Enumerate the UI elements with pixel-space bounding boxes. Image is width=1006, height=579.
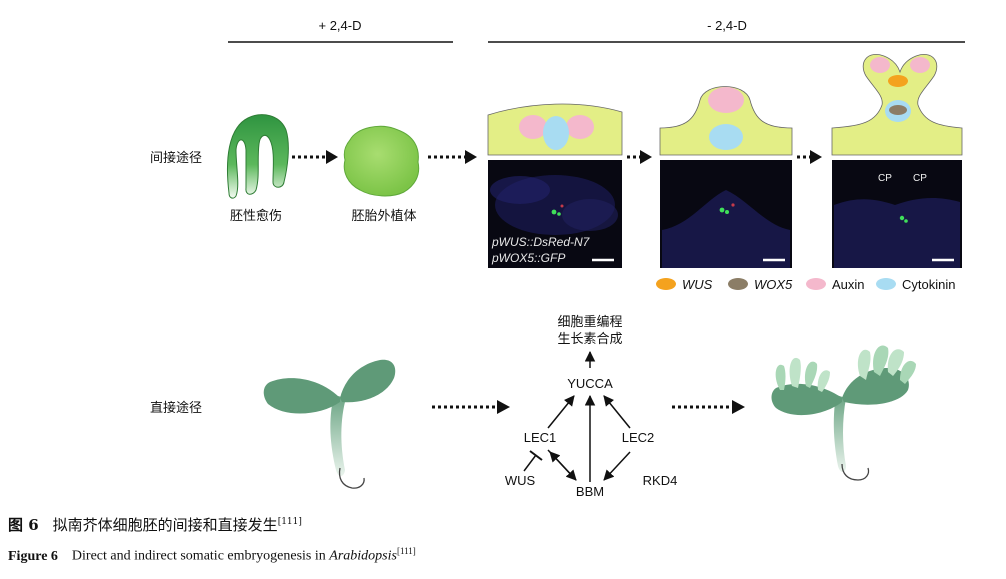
with-2-4-d-label: + 2,4-D — [319, 18, 362, 33]
stage2-cytokinin — [709, 124, 743, 150]
seedling-left — [263, 359, 396, 489]
node-lec1: LEC1 — [524, 430, 557, 445]
legend-wox5-swatch — [728, 278, 748, 290]
stage2-micrograph-tissue — [662, 190, 790, 268]
caption-cn-label: 图 6 — [8, 516, 39, 534]
caption-en-ref: [111] — [396, 546, 416, 556]
stage2-meristem-schematic — [659, 86, 793, 156]
edge-wus-inhibits-lec1-bar — [529, 450, 543, 461]
stage3-auxin-left — [870, 57, 890, 73]
seedling-with-somatic-embryos — [771, 345, 916, 481]
stage3-wus-domain — [888, 75, 908, 87]
node-lec2: LEC2 — [622, 430, 655, 445]
caption-cn-text: 拟南芥体细胞胚的间接和直接发生 — [52, 516, 278, 534]
arrow-network-to-embryos-head — [732, 400, 745, 414]
caption-en-label: Figure 6 — [8, 548, 58, 564]
legend-cytokinin-swatch — [876, 278, 896, 290]
output-reprogramming-label: 细胞重编程 — [557, 314, 622, 330]
embryogenic-callus-shape — [227, 114, 289, 199]
stage1-micrograph-tissue — [490, 175, 618, 235]
stage3-cp-label-left: CP — [878, 173, 892, 184]
edge-lec2-to-bbm — [603, 451, 631, 481]
reporter-wus-label: pWUS::DsRed-N7 — [491, 235, 591, 249]
figure-caption-english: Figure 6 Direct and indirect somatic embr… — [8, 546, 416, 565]
node-wus: WUS — [505, 473, 536, 488]
legend-wox5-label: WOX5 — [754, 277, 793, 292]
node-bbm: BBM — [576, 484, 604, 499]
embryogenic-callus-label: 胚性愈伤 — [230, 209, 282, 224]
embryonic-explant-label: 胚胎外植体 — [351, 209, 416, 224]
legend-wus-label: WUS — [682, 277, 713, 292]
stage3-micrograph-tissue — [834, 198, 960, 268]
arrow-stage1-to-stage2-head — [640, 150, 652, 164]
figure-caption-chinese: 图 6 拟南芥体细胞胚的间接和直接发生[111] — [8, 514, 302, 535]
embryonic-explant-shape — [343, 125, 420, 197]
caption-en-text: Direct and indirect somatic embryogenesi… — [71, 548, 330, 564]
arrow-callus-to-explant-head — [326, 150, 338, 164]
legend-wus-swatch — [656, 278, 676, 290]
edge-wus-inhibits-lec1 — [523, 454, 537, 472]
stage1-cytokinin — [543, 116, 569, 150]
arrow-seedling-to-network-head — [497, 400, 510, 414]
legend-cytokinin-label: Cytokinin — [902, 277, 955, 292]
stage2-auxin — [708, 87, 744, 113]
regulatory-network: 细胞重编程 生长素合成 YUCCA LEC1 LEC2 WUS BBM RKD4 — [505, 314, 678, 499]
stage3-auxin-right — [910, 57, 930, 73]
node-rkd4: RKD4 — [643, 473, 678, 488]
stage1-auxin-right — [566, 115, 594, 139]
arrow-explant-to-stage1-head — [465, 150, 477, 164]
stage3-wox5-domain — [889, 105, 907, 115]
edge-lec1-to-yucca — [547, 395, 575, 429]
arrow-stage2-to-stage3-head — [810, 150, 822, 164]
caption-cn-ref: [111] — [277, 517, 302, 527]
legend-auxin-label: Auxin — [832, 277, 865, 292]
reporter-wox5-label: pWOX5::GFP — [491, 251, 565, 265]
direct-pathway-label: 直接途径 — [150, 400, 202, 416]
edge-lec2-to-yucca — [603, 395, 631, 429]
output-auxin-synthesis-label: 生长素合成 — [557, 332, 622, 347]
edge-bbm-to-lec1 — [549, 451, 577, 481]
legend: WUS WOX5 Auxin Cytokinin — [656, 277, 955, 292]
stage1-auxin-left — [519, 115, 547, 139]
without-2-4-d-label: - 2,4-D — [707, 18, 747, 33]
caption-en-species: Arabidopsis — [329, 548, 397, 564]
node-yucca: YUCCA — [567, 376, 613, 391]
indirect-pathway-label: 间接途径 — [150, 150, 202, 166]
stage3-cp-label-right: CP — [913, 173, 927, 184]
legend-auxin-swatch — [806, 278, 826, 290]
